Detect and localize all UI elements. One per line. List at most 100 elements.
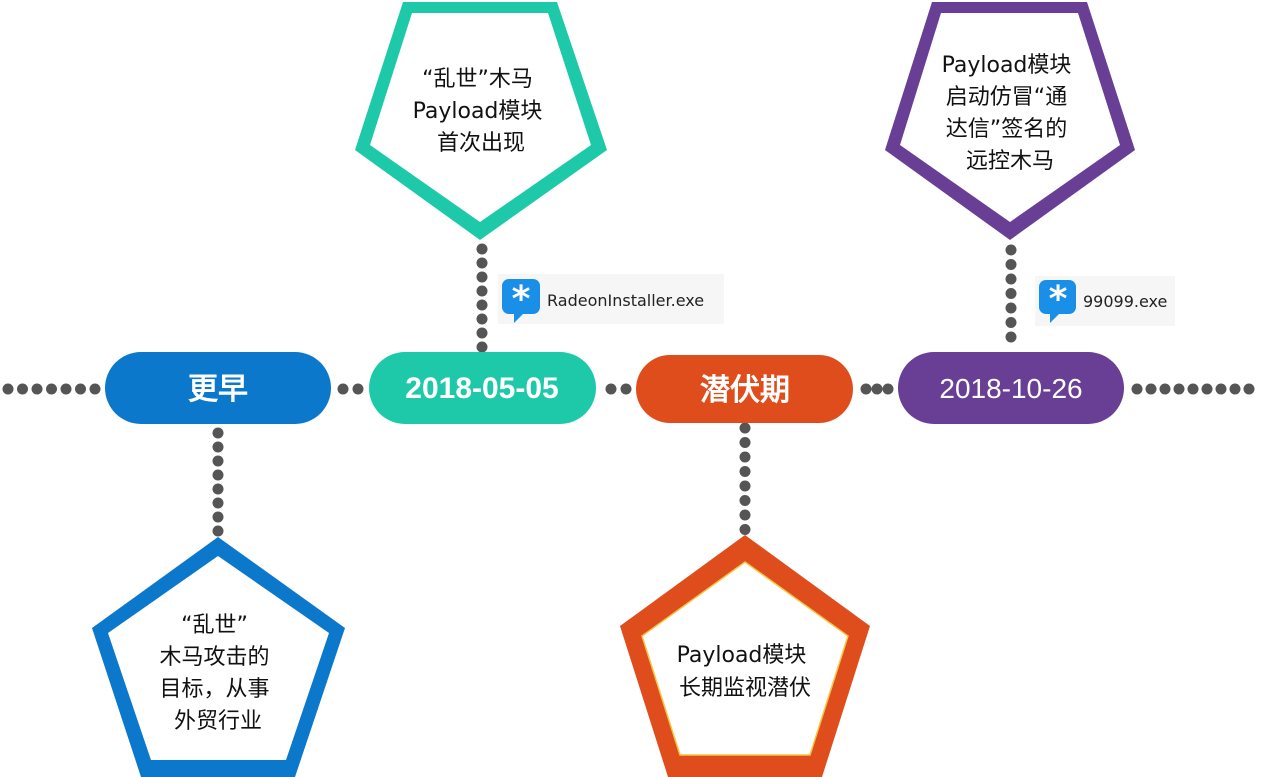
node-earlier-label: 更早	[188, 373, 248, 406]
callout-earlier-line: 目标，从事	[159, 677, 269, 702]
node-first-seen-label: 2018-05-05	[405, 372, 558, 405]
dot	[89, 383, 101, 395]
file-name-radeon: RadeonInstaller.exe	[547, 291, 704, 310]
callout-launch-inner	[900, 13, 1120, 222]
timeline-node-earlier: 更早	[105, 352, 331, 424]
dot	[46, 383, 57, 395]
dot	[212, 483, 224, 495]
dot	[605, 383, 617, 395]
dot	[1005, 259, 1017, 270]
dot	[60, 383, 72, 395]
dot	[1243, 383, 1255, 395]
callout-earlier-inner	[108, 556, 329, 760]
dot	[1201, 383, 1213, 395]
timeline-node-latent: 潜伏期	[636, 355, 853, 423]
dot	[352, 383, 364, 395]
dot	[1173, 383, 1185, 395]
svg-text:“乱世” 木马攻击的 目标，从事: “乱世” 木马攻击的 目标，从事 外贸行业	[159, 613, 276, 734]
dot	[620, 383, 632, 395]
callout-launch-line: 达信”签名的	[946, 117, 1067, 142]
dot	[1145, 383, 1157, 395]
callout-earlier-line: “乱世”	[181, 613, 248, 638]
file-badge-radeon: * RadeonInstaller.exe	[498, 274, 724, 324]
dot	[212, 525, 224, 537]
dot	[476, 271, 488, 283]
timeline-node-launch: 2018-10-26	[898, 352, 1124, 424]
dot	[1005, 302, 1017, 314]
svg-text:*: *	[512, 279, 531, 320]
dot	[337, 383, 349, 395]
dot	[476, 313, 488, 325]
node-latent-label: 潜伏期	[700, 374, 790, 407]
tdx-star-icon: *	[502, 279, 540, 323]
dot	[739, 466, 751, 477]
callout-latent: Payload模块 长期监视潜伏	[620, 535, 870, 777]
dot	[476, 299, 488, 311]
dot	[212, 511, 224, 523]
dot	[739, 422, 751, 434]
file-name-tdx: 99099.exe	[1083, 292, 1167, 311]
svg-text:“乱世”木马 Payload模块 首: “乱世”木马 Payload模块 首次出现	[413, 67, 550, 156]
callout-earlier-line: 木马攻击的	[159, 645, 269, 670]
callout-latent-line: 长期监视潜伏	[679, 676, 811, 701]
callout-launch-line: Payload模块	[942, 53, 1072, 78]
timeline-node-first-seen: 2018-05-05	[369, 352, 596, 424]
dot	[739, 480, 751, 492]
dot	[212, 441, 224, 453]
dot	[739, 524, 751, 535]
dot	[31, 383, 43, 395]
file-badge-tdx: * 99099.exe	[1035, 276, 1175, 326]
dot	[17, 383, 28, 395]
connector-launch	[1005, 244, 1017, 343]
dot	[212, 455, 224, 467]
dot	[1229, 383, 1241, 395]
dot	[739, 495, 751, 506]
svg-text:Payload模块 长期监视潜伏: Payload模块 长期监视潜伏	[677, 643, 814, 701]
dot	[75, 383, 86, 395]
dot	[212, 497, 224, 509]
dot	[2, 383, 14, 395]
dot	[1005, 244, 1017, 256]
dot	[476, 243, 488, 255]
dot	[1005, 273, 1017, 285]
svg-text:Payload模块 启动仿冒“通 达: Payload模块 启动仿冒“通 达信”签名的 远控木马	[942, 53, 1079, 174]
connector-latent	[739, 422, 751, 535]
dot	[212, 427, 224, 439]
callout-first-seen: “乱世”木马 Payload模块 首次出现	[355, 2, 607, 240]
callout-launch: Payload模块 启动仿冒“通 达信”签名的 远控木马	[885, 2, 1135, 240]
dot	[212, 469, 224, 481]
dot	[1005, 317, 1017, 328]
callout-earlier-line: 外贸行业	[174, 709, 262, 734]
callout-first-seen-line: “乱世”木马	[422, 67, 533, 92]
dot	[739, 437, 751, 448]
callout-first-seen-inner	[370, 13, 591, 222]
svg-text:*: *	[1049, 279, 1068, 320]
dot	[871, 383, 883, 395]
dot	[1005, 331, 1017, 343]
node-latent-pill	[636, 355, 853, 423]
callout-launch-line: 启动仿冒“通	[946, 85, 1067, 110]
dot	[1215, 383, 1227, 395]
callout-latent-inner	[641, 561, 849, 756]
node-earlier-pill	[105, 352, 331, 424]
node-first-seen-pill	[369, 352, 596, 424]
callout-first-seen-line: 首次出现	[437, 131, 525, 156]
dot	[476, 341, 488, 353]
connector-earlier	[212, 427, 224, 537]
tdx-star-icon: *	[1039, 279, 1076, 323]
node-launch-pill	[898, 352, 1124, 424]
dot	[476, 327, 488, 339]
callout-launch-line: 远控木马	[966, 149, 1054, 174]
dot	[739, 509, 751, 521]
connector-first-seen	[476, 243, 488, 353]
callout-latent-line: Payload模块	[677, 643, 807, 668]
dot	[1159, 383, 1171, 395]
callout-first-seen-line: Payload模块	[413, 99, 543, 124]
dot	[860, 383, 872, 395]
node-launch-label: 2018-10-26	[939, 373, 1082, 404]
callout-earlier: “乱世” 木马攻击的 目标，从事 外贸行业	[92, 537, 345, 777]
dot	[1187, 383, 1199, 395]
dot	[739, 451, 751, 463]
dot	[1005, 288, 1017, 299]
